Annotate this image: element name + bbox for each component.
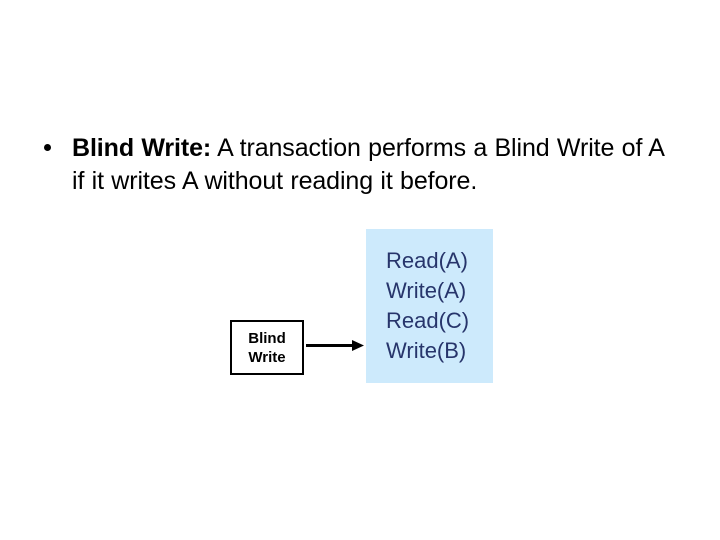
bullet-block: Blind Write: A transaction performs a Bl… xyxy=(38,132,678,198)
operation-item: Read(A) xyxy=(386,248,468,273)
bullet-lead-label: Blind Write: xyxy=(72,134,212,162)
blind-write-box-line1: Blind xyxy=(248,329,286,347)
bullet-paragraph: Blind Write: A transaction performs a Bl… xyxy=(72,132,678,198)
blind-write-box-line2: Write xyxy=(248,348,286,366)
blind-write-box: Blind Write xyxy=(230,320,304,375)
bullet-body-text: A transaction performs a Blind Write of … xyxy=(72,134,664,195)
operations-panel: Read(A) Write(A) Read(C) Write(B) xyxy=(366,229,493,383)
right-arrow-icon xyxy=(306,340,364,351)
bullet-dot-icon xyxy=(44,144,51,151)
operation-item: Write(A) xyxy=(386,278,467,303)
operation-item: Read(C) xyxy=(386,308,470,333)
bullet-item-blind-write: Blind Write: A transaction performs a Bl… xyxy=(38,132,678,198)
operation-item: Write(B) xyxy=(386,338,467,363)
